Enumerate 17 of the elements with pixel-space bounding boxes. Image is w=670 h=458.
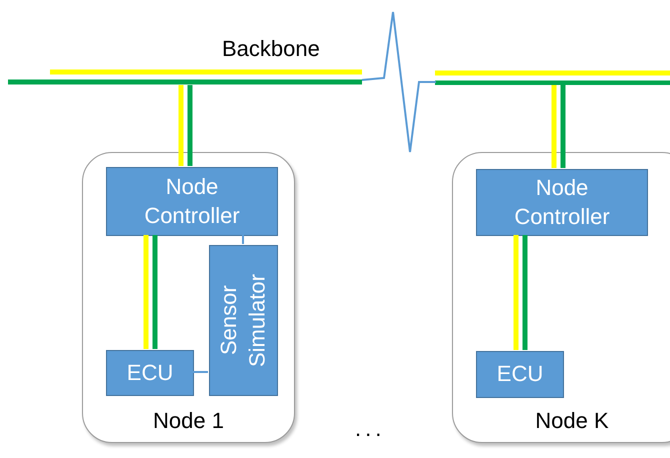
- process-box: ECU: [106, 350, 194, 396]
- process-box: Sensor Simulator: [209, 245, 278, 396]
- node-title: Node 1: [152, 408, 225, 434]
- process-box: Node Controller: [106, 167, 278, 236]
- ellipsis-label: ...: [355, 416, 386, 442]
- connector-line: [514, 235, 528, 350]
- connector-line: [242, 235, 244, 244]
- connector-line: [178, 85, 192, 166]
- process-box: ECU: [476, 351, 564, 398]
- process-box: Node Controller: [476, 169, 648, 236]
- node-panel: [452, 152, 670, 443]
- node-panel: [82, 152, 295, 443]
- connector-line: [144, 235, 158, 349]
- connector-line: [552, 85, 566, 168]
- connector-line: [193, 371, 208, 373]
- bus-label: Backbone: [222, 36, 320, 62]
- node-title: Node K: [534, 408, 610, 434]
